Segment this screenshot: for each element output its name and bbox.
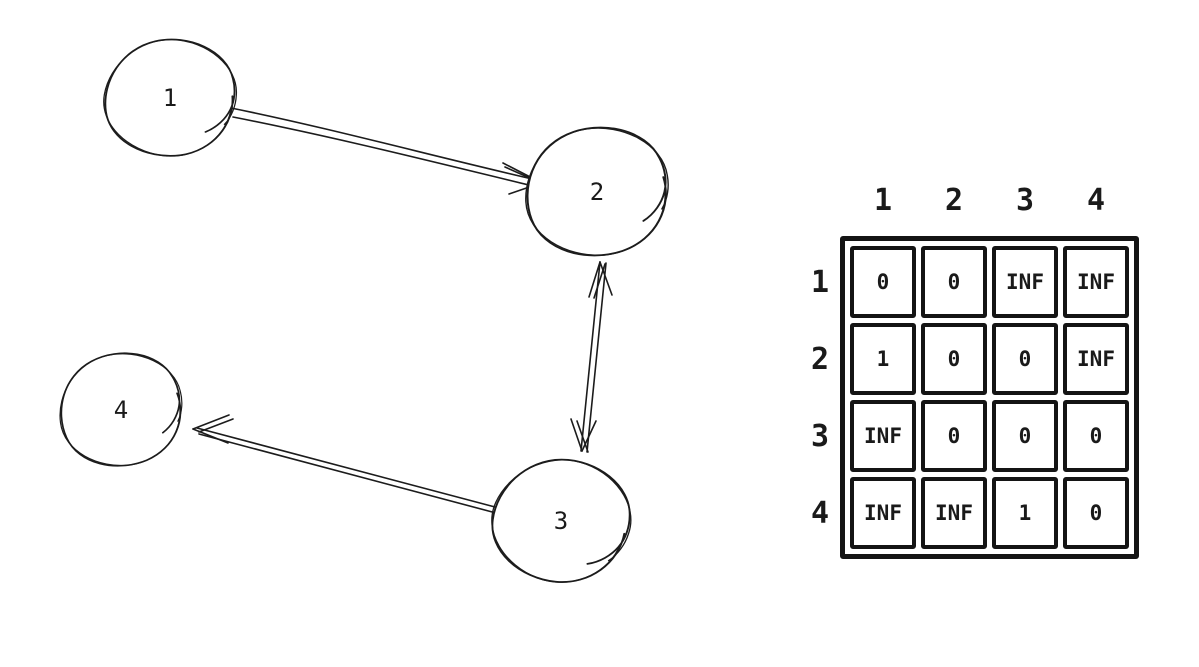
graph-node-2: 2 xyxy=(503,106,690,277)
matrix-row-headers: 1 2 3 4 xyxy=(800,236,840,559)
node-4-label: 4 xyxy=(114,396,128,424)
graph-canvas: 1 2 4 3 xyxy=(36,15,690,621)
matrix-cell-r2-c1: 1 xyxy=(850,323,916,395)
node-1-label: 1 xyxy=(163,84,177,112)
matrix-col-headers: 1 2 3 4 xyxy=(850,178,1139,222)
matrix-cell-r1-c1: 0 xyxy=(850,246,916,318)
matrix-grid: 0 0 INF INF 1 0 0 INF INF 0 0 0 INF INF … xyxy=(840,236,1139,559)
edge-2-3 xyxy=(570,261,613,453)
adjacency-matrix: 1 2 3 4 1 2 3 4 0 0 INF INF 1 0 0 INF IN… xyxy=(800,178,1139,559)
row-header-3: 3 xyxy=(810,418,830,454)
matrix-cell-r2-c2: 0 xyxy=(921,323,987,395)
matrix-cell-r3-c2: 0 xyxy=(921,400,987,472)
matrix-cell-r2-c3: 0 xyxy=(992,323,1058,395)
matrix-cell-r4-c4: 0 xyxy=(1063,477,1129,549)
node-2-label: 2 xyxy=(590,178,604,206)
matrix-cell-r3-c3: 0 xyxy=(992,400,1058,472)
arrowhead-into-3-down xyxy=(570,418,597,453)
matrix-cell-r4-c1: INF xyxy=(850,477,916,549)
graph-node-3: 3 xyxy=(453,420,669,621)
matrix-cell-r2-c4: INF xyxy=(1063,323,1129,395)
arrowhead-into-4 xyxy=(192,414,234,444)
col-header-2: 2 xyxy=(944,182,964,218)
edge-3-4 xyxy=(192,414,497,514)
edge-1-2 xyxy=(230,107,542,195)
graph-node-4: 4 xyxy=(36,330,206,489)
matrix-cell-r1-c3: INF xyxy=(992,246,1058,318)
matrix-cell-r4-c2: INF xyxy=(921,477,987,549)
matrix-cell-r4-c3: 1 xyxy=(992,477,1058,549)
matrix-cell-r3-c4: 0 xyxy=(1063,400,1129,472)
matrix-cell-r1-c4: INF xyxy=(1063,246,1129,318)
row-header-4: 4 xyxy=(810,495,830,531)
node-3-label: 3 xyxy=(554,507,568,535)
graph-node-1: 1 xyxy=(80,15,260,180)
arrowhead-into-2-up xyxy=(588,261,613,299)
col-header-3: 3 xyxy=(1015,182,1035,218)
matrix-cell-r3-c1: INF xyxy=(850,400,916,472)
row-header-2: 2 xyxy=(810,341,830,377)
col-header-4: 4 xyxy=(1086,182,1106,218)
matrix-body: 1 2 3 4 0 0 INF INF 1 0 0 INF INF 0 0 0 … xyxy=(800,236,1139,559)
matrix-cell-r1-c2: 0 xyxy=(921,246,987,318)
row-header-1: 1 xyxy=(810,264,830,300)
col-header-1: 1 xyxy=(873,182,893,218)
